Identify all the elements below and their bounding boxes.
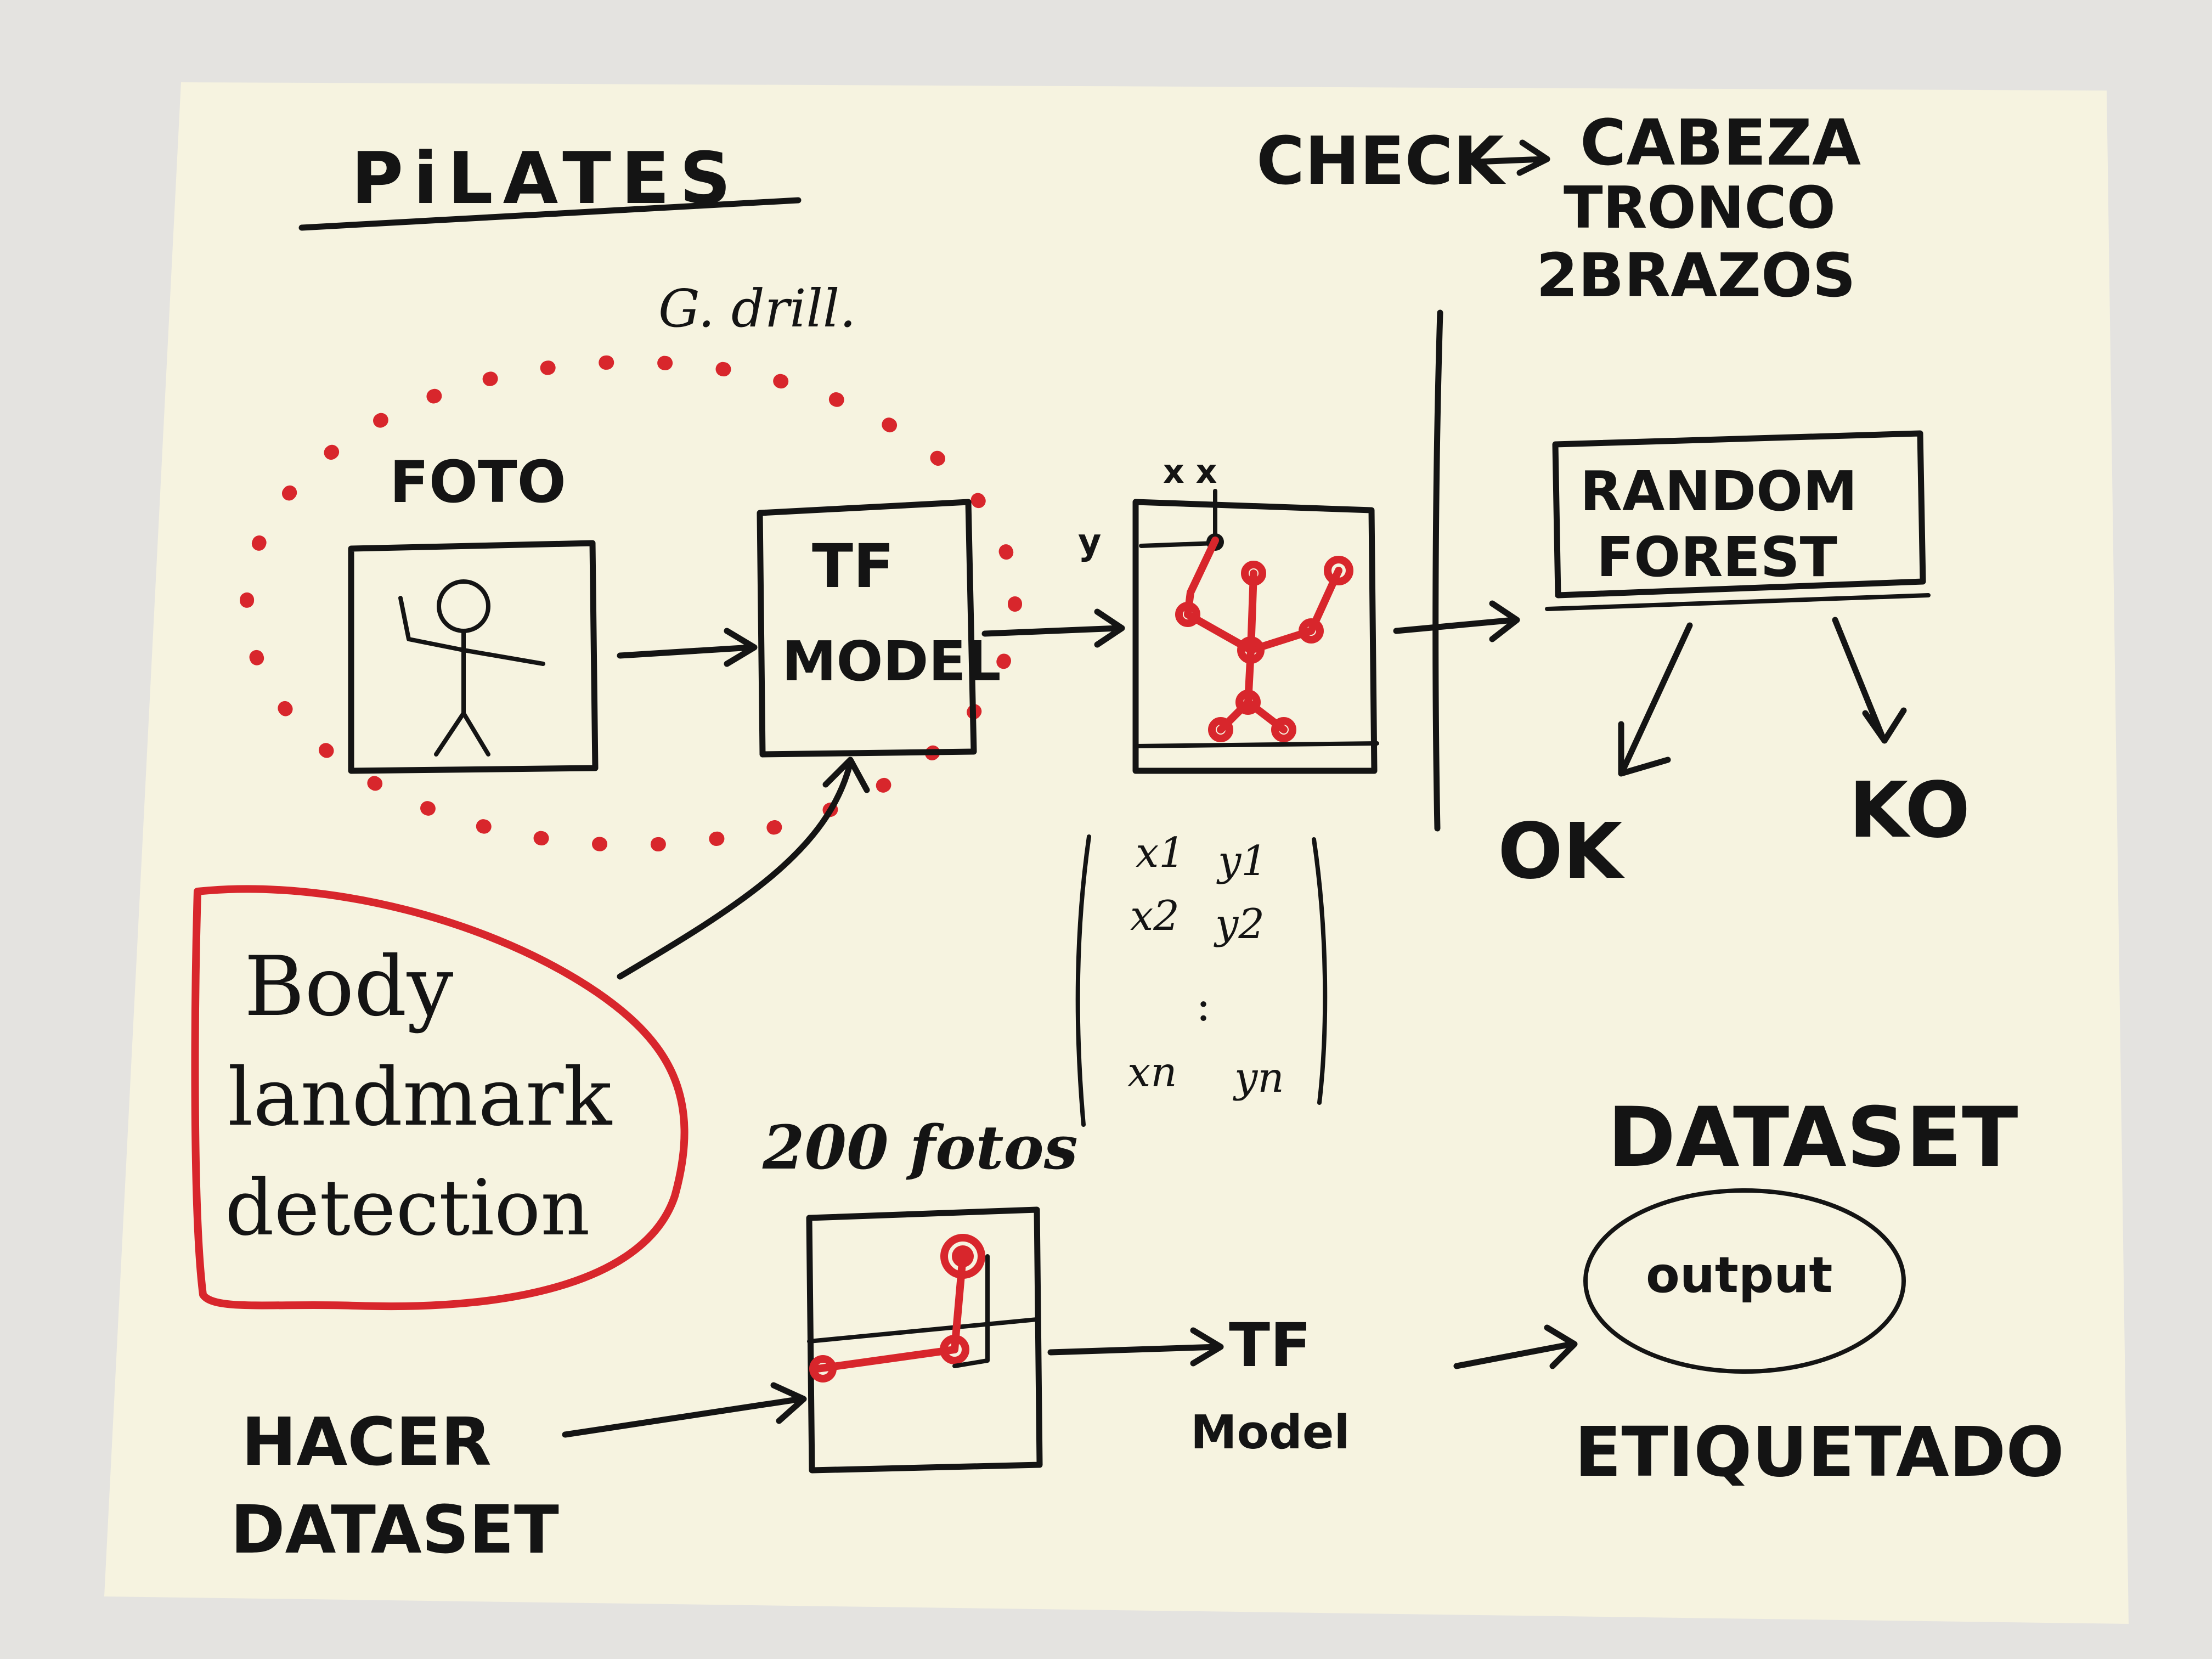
dataset-title: DATASET (1607, 1090, 2018, 1186)
arrow-tf-to-skeleton (981, 608, 1125, 648)
tf-model-line2: MODEL (782, 629, 1001, 693)
arrow-tf-to-output (1453, 1324, 1578, 1369)
etiquetado-label: ETIQUETADO (1575, 1413, 2064, 1492)
small-note: G. drill. (658, 279, 856, 339)
body-landmark-bubble: Body landmark detection (191, 885, 689, 1311)
coordinate-matrix: x1 y1 x2 y2 : xn yn (1075, 828, 1328, 1127)
bubble-line3: detection (225, 1164, 590, 1253)
paper-card (104, 82, 2129, 1624)
bubble-line2: landmark (228, 1051, 612, 1144)
vertical-divider (1432, 309, 1443, 832)
matrix-yn: yn (1233, 1053, 1284, 1102)
check-item-cabeza: CABEZA (1580, 106, 1861, 180)
check-arrow (1472, 139, 1550, 176)
random-forest-line2: FOREST (1596, 525, 1837, 589)
tf-model-box: TF MODEL (757, 499, 1001, 758)
matrix-x2: x2 (1130, 891, 1180, 940)
skeleton-box: x x y (1078, 453, 1379, 774)
arrow-foto-to-tf (617, 628, 758, 667)
output-label: output (1646, 1246, 1832, 1304)
title-underline (298, 197, 802, 231)
tf-model-line1: TF (812, 531, 894, 601)
foto-label: FOTO (390, 449, 566, 516)
output-ellipse (1583, 1188, 1906, 1374)
matrix-y1: y1 (1216, 837, 1267, 885)
arrow-to-ok (1618, 622, 1693, 777)
axis-y-label: y (1078, 522, 1101, 563)
tf-model-bottom-line1: TF (1229, 1310, 1311, 1380)
arrow-box-to-tf (1047, 1327, 1224, 1367)
matrix-x1: x1 (1136, 828, 1185, 877)
matrix-xn: xn (1127, 1048, 1177, 1096)
check-item-tronco: TRONCO (1564, 174, 1836, 241)
fotos-count-label: 200 fotos (762, 1112, 1078, 1183)
arrow-hacer-to-box (562, 1382, 807, 1438)
bubble-line1: Body (244, 939, 454, 1035)
tf-model-bottom-line2: Model (1190, 1406, 1350, 1460)
arrow-to-ko (1832, 617, 1907, 744)
axis-x-label: x x (1163, 453, 1217, 491)
dataset-label-bottom: DATASET (230, 1492, 559, 1568)
random-forest-box: RANDOM FOREST (1545, 430, 1931, 611)
matrix-y2: y2 (1214, 900, 1265, 948)
dataset-photo-box (806, 1206, 1043, 1474)
hacer-label: HACER (241, 1404, 492, 1481)
check-label: CHECK (1256, 123, 1506, 200)
check-item-brazos: 2BRAZOS (1536, 240, 1856, 311)
random-forest-line1: RANDOM (1580, 459, 1858, 523)
foto-box (348, 540, 599, 774)
arrow-to-random-forest (1393, 600, 1520, 642)
red-dotted-circle (240, 355, 1022, 852)
arrow-landmark-to-tf (617, 757, 870, 980)
ko-label: KO (1849, 766, 1970, 855)
matrix-dots: : (1196, 980, 1211, 1031)
ok-label: OK (1498, 807, 1625, 896)
